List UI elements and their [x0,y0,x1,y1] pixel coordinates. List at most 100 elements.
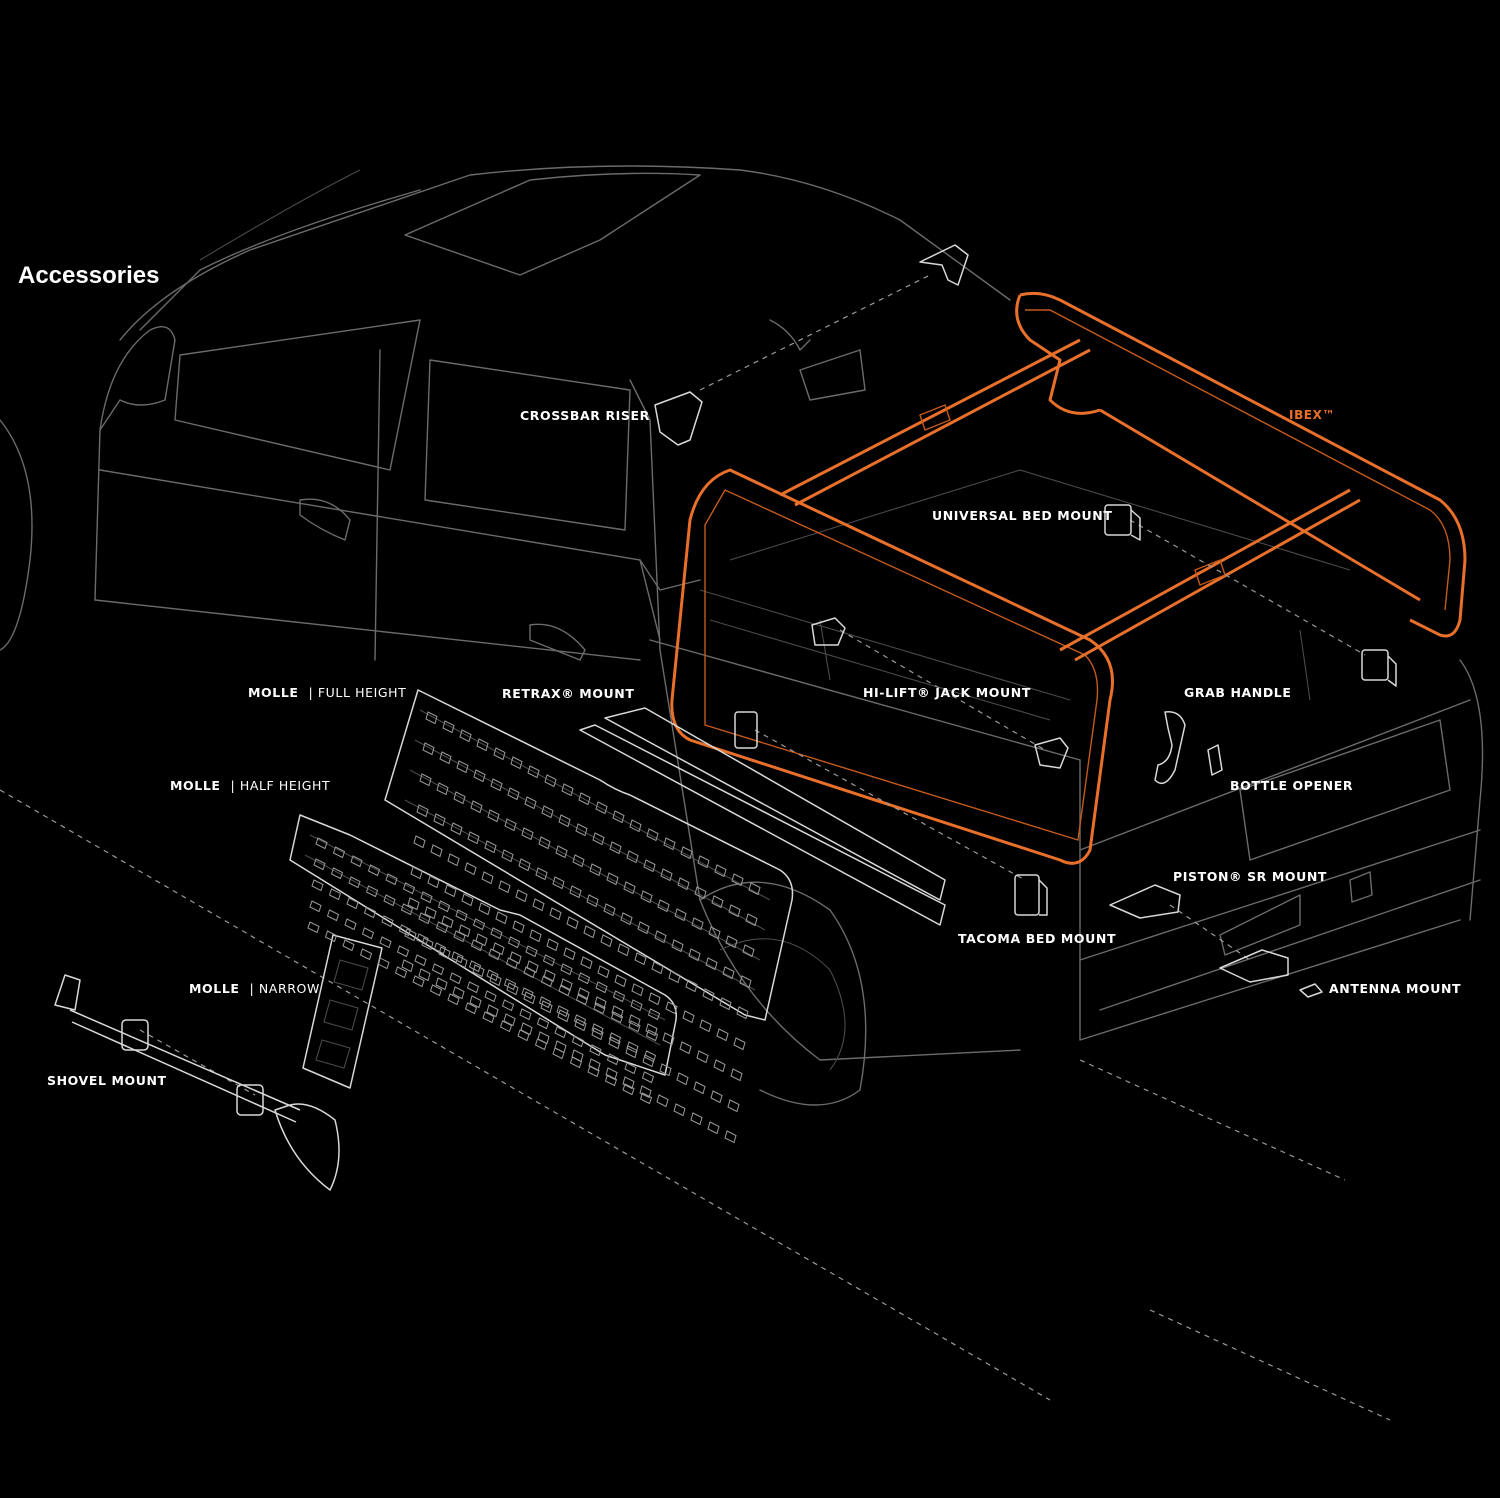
molle-slot [589,863,602,877]
molle-slot [631,983,644,997]
molle-slot [730,1068,743,1082]
molle-slot [472,964,485,978]
molle-slot [622,1083,635,1096]
molle-slot [714,864,727,878]
molle-slot [541,805,554,819]
molle-slot [591,1027,604,1041]
crossbar-riser-part [654,244,969,446]
molle-slot [519,1008,532,1021]
molle-slot [573,1014,587,1027]
molle-slot [484,990,497,1003]
molle-slot [608,1032,622,1045]
molle-slot [671,939,684,953]
molle-slot [688,948,701,962]
molle-slot [523,966,536,979]
molle-slot [604,1074,618,1087]
molle-slot [566,916,579,930]
molle-slot [540,975,554,988]
molle-slot [381,915,394,928]
shovel-guide [139,1029,256,1096]
label-crossbar-riser: CROSSBAR RISER [520,408,650,423]
molle-slot [620,912,633,926]
molle-slot [383,894,396,907]
molle-slot [332,846,346,859]
label-ibex: IBEX™ [1289,408,1336,422]
molle-slot [344,918,357,931]
molle-slot [610,1011,624,1024]
molle-slot [593,1002,606,1015]
page-title: Accessories [18,262,160,289]
road-line-upper [1079,1059,1346,1181]
label-molle-full-main: MOLLE [248,685,299,700]
molle-slot [410,866,423,880]
label-grab-handle: GRAB HANDLE [1184,685,1292,700]
molle-slot [544,774,557,788]
molle-slot [342,939,355,952]
molle-slot [612,810,625,824]
molle-slot [719,997,732,1011]
molle-slot [577,987,590,1001]
molle-slot [517,1029,530,1042]
molle-slot [549,907,562,921]
molle-slot [442,720,455,734]
molle-slot [518,858,531,872]
label-tacoma-bed-mount: TACOMA BED MOUNT [958,931,1117,946]
molle-slot [626,1041,639,1054]
molle-slot [575,823,588,837]
universal-bed-mount-part [1104,504,1397,687]
molle-slot [546,938,559,952]
label-bottle-opener: BOTTLE OPENER [1230,778,1354,793]
molle-slot [575,993,589,1006]
molle-slot [379,936,392,949]
molle-full-height-panel [384,689,794,1021]
molle-slot [595,801,608,815]
molle-slot [359,948,373,961]
molle-slot [436,782,449,796]
molle-slot [503,978,517,991]
molle-slot [572,854,585,868]
molle-slot [623,881,636,895]
molle-slot [313,858,326,871]
molle-slot [609,841,622,855]
tacoma-bed-mount-part [1014,874,1048,916]
molle-slot [407,897,420,911]
label-retrax-mount: RETRAX® MOUNT [502,686,635,701]
molle-slot [490,778,503,792]
molle-slot [668,970,681,984]
molle-slot [617,943,630,957]
molle-slot [660,868,673,882]
molle-slot [328,888,342,901]
molle-slot [728,904,741,918]
molle-slot [659,1063,672,1077]
molle-slot [427,875,440,889]
molle-grid-squares [307,711,761,1144]
molle-slot [561,783,574,797]
molle-slot [521,827,534,841]
molle-slot [628,1020,641,1033]
molle-slot [452,986,465,1000]
molle-slot [478,902,491,916]
molle-slot [697,855,710,869]
molle-slot [552,1047,565,1060]
molle-slot [622,1076,635,1090]
molle-slot [418,912,431,925]
molle-slot [475,933,488,947]
molle-slot [419,773,432,787]
molle-slot [578,792,591,806]
molle-slot [605,1067,618,1081]
molle-slot [441,915,454,929]
molle-slot [641,1071,655,1084]
piston-guide [1169,904,1251,961]
molle-slot [466,981,480,994]
molle-slot [612,990,626,1003]
molle-slot [413,835,426,849]
molle-slot [630,999,643,1012]
molle-slot [507,787,520,801]
grab-handle-part [1154,711,1186,785]
molle-slot [469,995,482,1009]
molle-slot [451,951,464,964]
molle-slot [656,1094,669,1108]
crossbar-guide [699,274,931,391]
molle-slot [606,872,619,886]
